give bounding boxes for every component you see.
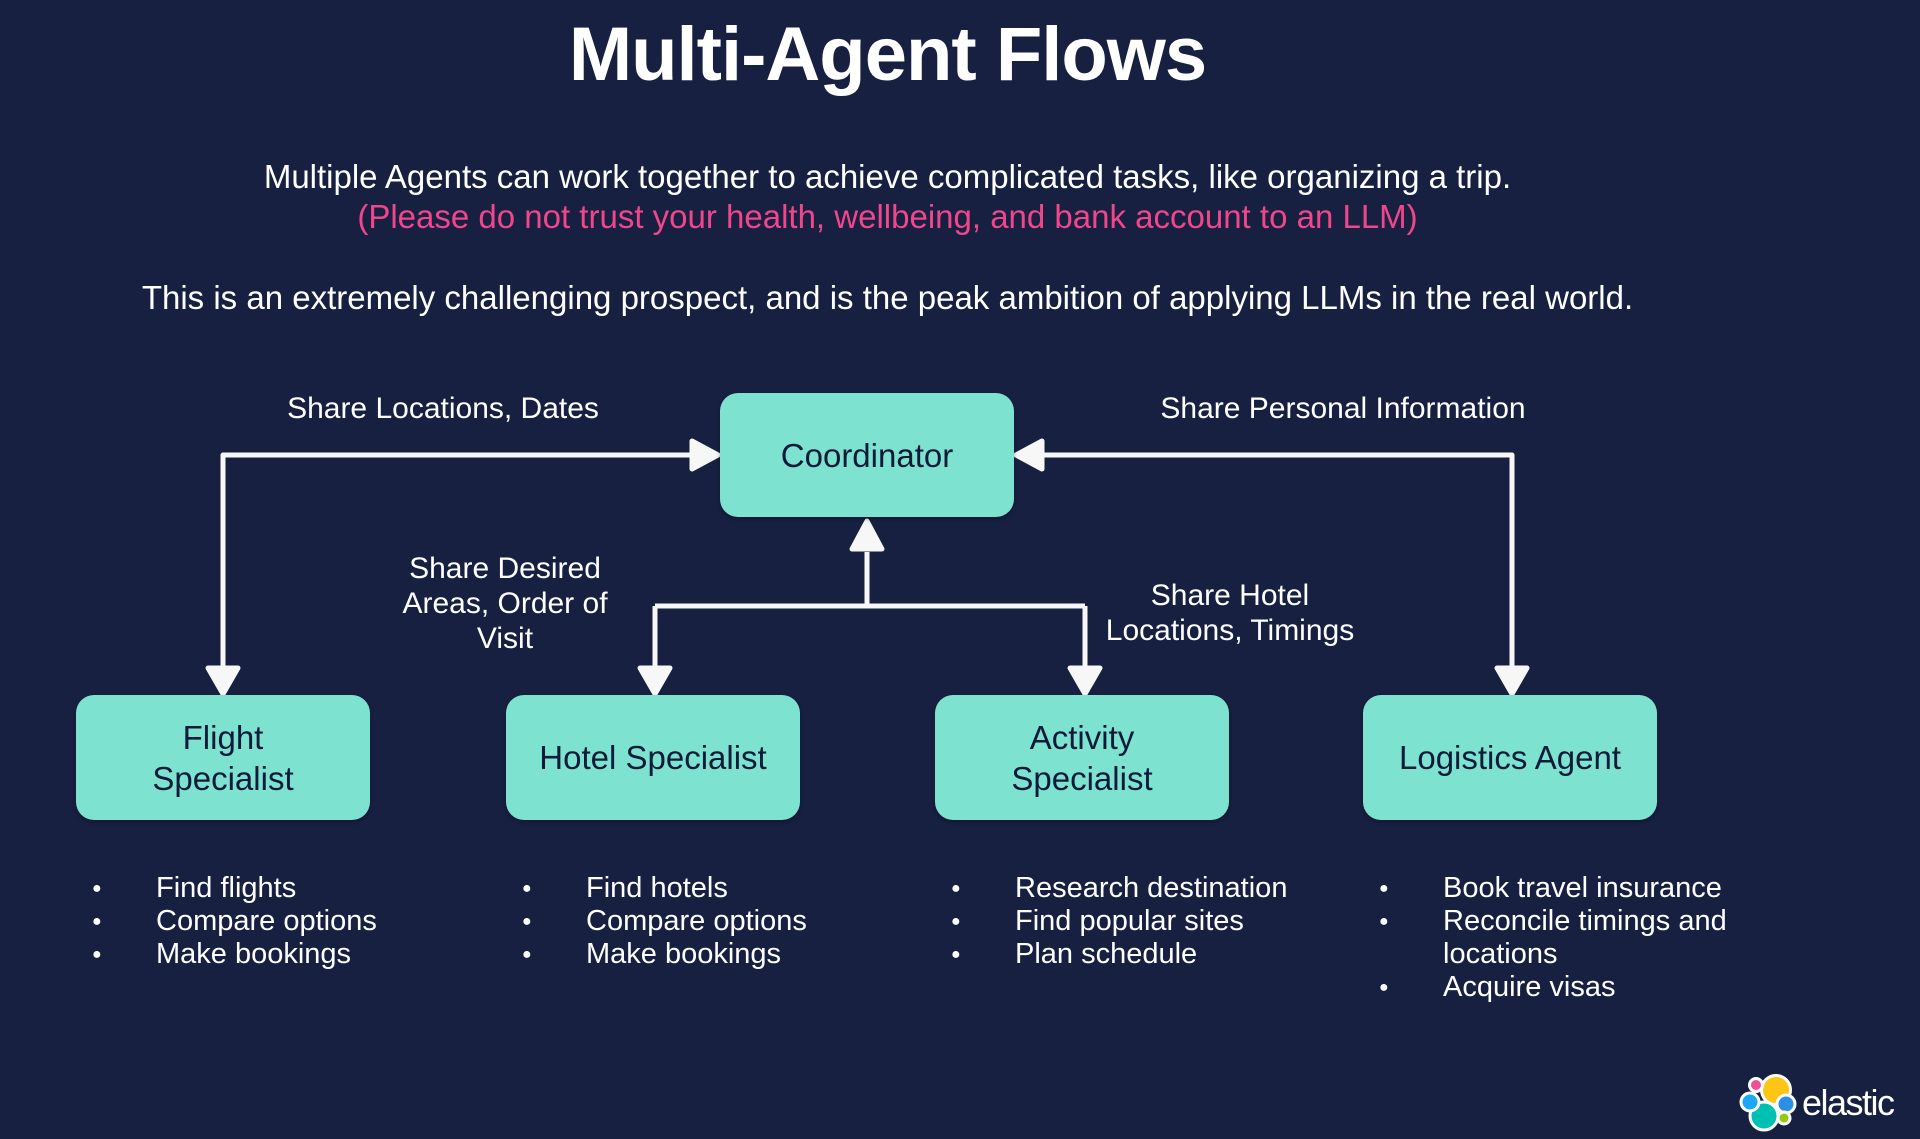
- task-text: Make bookings: [586, 938, 782, 970]
- coordinator-node: Coordinator: [720, 393, 1014, 517]
- list-item: ● Find flights: [76, 872, 448, 905]
- connector-flight-coordinator: [205, 438, 721, 697]
- edge-label-share-personal: Share Personal Information: [1160, 392, 1526, 425]
- list-item: ● Plan schedule: [935, 938, 1307, 971]
- activity-specialist-label: Activity Specialist: [1011, 718, 1153, 797]
- list-item: ● Research destination: [935, 872, 1307, 905]
- logistics-agent-label: Logistics Agent: [1399, 739, 1621, 776]
- task-text: Research destination: [1015, 872, 1288, 904]
- hotel-specialist-node: Hotel Specialist: [506, 695, 800, 820]
- edge-label-share-hotel: Share Hotel Locations, Timings: [1105, 579, 1355, 647]
- hotel-specialist-label: Hotel Specialist: [539, 739, 767, 776]
- task-text: Plan schedule: [1015, 938, 1198, 970]
- challenge-text: This is an extremely challenging prospec…: [141, 279, 1634, 316]
- edge-label-share-locations: Share Locations, Dates: [287, 392, 599, 425]
- task-text: Find hotels: [586, 872, 728, 904]
- task-text: Compare options: [586, 905, 807, 937]
- bullet-icon: ●: [92, 880, 102, 897]
- brand-name: elastic: [1802, 1082, 1895, 1123]
- bullet-icon: ●: [92, 946, 102, 963]
- edge-label-share-desired: Share Desired Areas, Order of Visit: [402, 552, 608, 655]
- task-text: Reconcile timings and locations: [1443, 905, 1727, 970]
- connector-center-branch: [637, 518, 1103, 697]
- bullet-icon: ●: [951, 880, 961, 897]
- list-item: ● Compare options: [76, 905, 448, 938]
- task-text: Acquire visas: [1443, 971, 1616, 1003]
- bullet-icon: ●: [522, 913, 532, 930]
- connector-logistics-coordinator: [1013, 438, 1530, 697]
- bullet-icon: ●: [92, 913, 102, 930]
- list-item: ● Acquire visas: [1363, 971, 1735, 1004]
- list-item: ● Make bookings: [76, 938, 448, 971]
- list-item: ● Compare options: [506, 905, 878, 938]
- task-text: Book travel insurance: [1443, 872, 1722, 904]
- bullet-icon: ●: [1379, 880, 1389, 897]
- coordinator-label: Coordinator: [780, 436, 954, 474]
- list-item: ● Find hotels: [506, 872, 878, 905]
- task-text: Find flights: [156, 872, 297, 904]
- list-item: ● Reconcile timings and locations: [1363, 905, 1735, 971]
- list-item: ● Book travel insurance: [1363, 872, 1735, 905]
- brand-footer: elastic: [1736, 1062, 1920, 1138]
- task-text: Compare options: [156, 905, 377, 937]
- list-item: ● Make bookings: [506, 938, 878, 971]
- bullet-icon: ●: [951, 946, 961, 963]
- bullet-icon: ●: [951, 913, 961, 930]
- flight-specialist-label: Flight Specialist: [152, 718, 294, 797]
- bullet-icon: ●: [1379, 979, 1389, 996]
- flight-specialist-node: Flight Specialist: [76, 695, 370, 820]
- elastic-logo-icon: [1739, 1074, 1797, 1132]
- warning-text: (Please do not trust your health, wellbe…: [357, 198, 1418, 235]
- hotel-specialist-task-list: ● Find hotels ● Compare options ● Make book…: [506, 872, 878, 971]
- bullet-icon: ●: [522, 946, 532, 963]
- task-text: Find popular sites: [1015, 905, 1244, 937]
- intro-text: Multiple Agents can work together to ach…: [263, 158, 1512, 195]
- activity-specialist-task-list: ● Research destination ● Find popular site…: [935, 872, 1307, 971]
- activity-specialist-node: Activity Specialist: [935, 695, 1229, 820]
- bullet-icon: ●: [522, 880, 532, 897]
- list-item: ● Find popular sites: [935, 905, 1307, 938]
- logistics-agent-task-list: ● Book travel insurance ● Reconcile timing…: [1363, 872, 1735, 1004]
- logistics-agent-node: Logistics Agent: [1363, 695, 1657, 820]
- flight-specialist-task-list: ● Find flights ● Compare options ● Make boo…: [76, 872, 448, 971]
- bullet-icon: ●: [1379, 913, 1389, 930]
- task-text: Make bookings: [156, 938, 352, 970]
- page-title: Multi-Agent Flows: [568, 12, 1207, 97]
